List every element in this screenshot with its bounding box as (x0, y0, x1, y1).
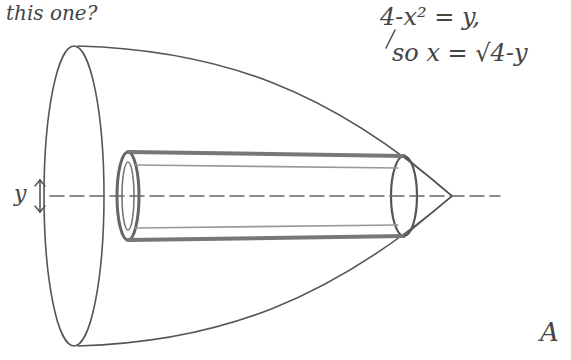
equation-label: so x = √4-y (392, 40, 528, 66)
outer-curve-top (78, 46, 452, 196)
equation-label: 4-x² = y, (380, 4, 480, 30)
cylinder-bottom (128, 236, 404, 240)
cylinder-top (128, 152, 404, 156)
cylinder-shade (135, 165, 398, 168)
y-arrow (39, 180, 41, 212)
note-text: this one? (6, 2, 97, 24)
cylinder-shade (135, 225, 398, 228)
y-arrow-heads (35, 180, 45, 212)
axis-line (50, 195, 500, 197)
outer-curve-bottom (78, 196, 452, 346)
axis-label: y (14, 182, 26, 206)
corner-label: A (540, 318, 559, 347)
